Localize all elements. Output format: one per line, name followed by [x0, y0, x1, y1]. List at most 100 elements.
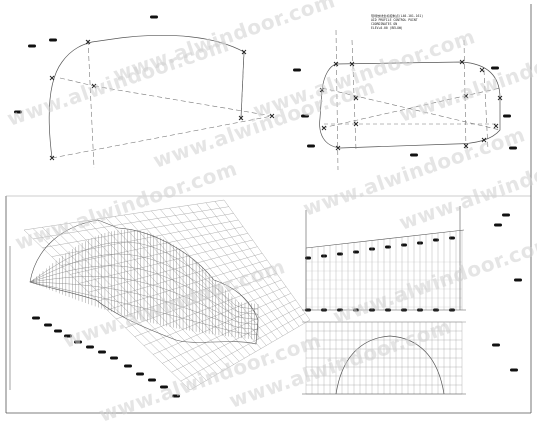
- iso-mesh-contour: [29, 253, 259, 315]
- coordinate-tag: [14, 110, 22, 114]
- coordinate-tag: [172, 394, 180, 398]
- annotation-line-1: 现场放线坐标控制点(L40-101-161): [371, 14, 424, 18]
- plan-left-dash-2: [87, 39, 95, 169]
- control-point-mark: [463, 93, 469, 99]
- control-point-mark: [497, 95, 503, 101]
- coordinate-tag: [44, 323, 52, 327]
- control-point-mark: [238, 115, 244, 121]
- control-point-mark: [459, 59, 465, 65]
- iso-grid-line: [189, 319, 311, 391]
- iso-grid-line: [116, 266, 272, 320]
- iso-grid-line: [42, 213, 234, 248]
- control-point-mark: [333, 61, 339, 67]
- iso-ground-grid: [23, 199, 311, 391]
- plan-right-dash-5: [463, 39, 467, 151]
- control-point-mark: [321, 125, 327, 131]
- control-point-mark: [49, 75, 55, 81]
- control-point-mark: [91, 83, 97, 89]
- control-point-mark: [241, 49, 247, 55]
- coordinate-tag: [353, 250, 359, 254]
- iso-mesh-contour: [29, 265, 259, 320]
- coordinate-tag: [54, 329, 62, 333]
- control-point-mark: [85, 39, 91, 45]
- coordinate-tag: [337, 252, 343, 256]
- coordinate-tag: [509, 146, 517, 150]
- annotation-note: 现场放线坐标控制点(L40-101-161) AID PROFILE CONTR…: [371, 14, 437, 30]
- iso-grid-line: [51, 219, 239, 257]
- coordinate-tag: [494, 223, 502, 227]
- coordinate-tag: [49, 38, 57, 42]
- iso-mesh-contour: [29, 281, 259, 330]
- coordinate-tag: [150, 15, 158, 19]
- coordinate-tag: [510, 368, 518, 372]
- control-point-mark: [493, 123, 499, 129]
- coordinate-tag: [301, 114, 309, 118]
- plan-right-dash-3: [335, 29, 339, 171]
- coordinate-tag: [307, 144, 315, 148]
- coordinate-tag: [433, 238, 439, 242]
- control-point-mark: [269, 113, 275, 119]
- iso-grid-line: [23, 199, 225, 231]
- iso-grid-line: [125, 273, 277, 328]
- elev-top-line: [305, 229, 465, 249]
- coordinate-tag: [491, 66, 499, 70]
- plan-left-dash-3: [93, 85, 273, 117]
- iso-grid-line: [143, 286, 287, 346]
- coordinate-tag: [28, 44, 36, 48]
- plan-right-dash-4: [351, 39, 357, 151]
- coordinate-tag: [305, 256, 311, 260]
- coordinate-tags: [14, 15, 522, 398]
- coordinate-tag: [401, 243, 407, 247]
- isometric-model: [9, 199, 311, 391]
- coordinate-tag: [98, 350, 106, 354]
- iso-grid-line: [180, 313, 306, 382]
- coordinate-tag: [124, 364, 132, 368]
- coordinate-tag: [74, 340, 82, 344]
- iso-grid-line: [88, 246, 258, 293]
- coordinate-tag: [64, 334, 72, 338]
- control-point-mark: [353, 121, 359, 127]
- iso-grid-line: [106, 259, 268, 311]
- iso-grid-line: [60, 226, 244, 266]
- iso-grid-line: [162, 299, 296, 364]
- plan-left-dash-4: [59, 77, 95, 87]
- coordinate-tag: [503, 114, 511, 118]
- coordinate-tag: [449, 236, 455, 240]
- annotation-line-3: ELEV+0.00 (BELOW): [371, 26, 403, 31]
- iso-mesh-contour: [29, 276, 259, 325]
- coordinate-tag: [110, 356, 118, 360]
- plan-view-right: [319, 29, 501, 171]
- iso-grid-line: [70, 233, 248, 275]
- control-point-mark: [463, 143, 469, 149]
- plan-left-dash-5: [240, 51, 245, 121]
- plan-right-dash-2: [321, 87, 501, 129]
- iso-grid-line: [33, 206, 229, 240]
- coordinate-tag: [293, 68, 301, 72]
- coordinate-tag: [32, 316, 40, 320]
- iso-grid-line: [134, 279, 282, 337]
- control-points: [49, 39, 503, 161]
- control-point-mark: [335, 145, 341, 151]
- coordinate-tag: [385, 245, 391, 249]
- iso-surface-outline: [29, 219, 259, 345]
- elevation-view: [302, 206, 466, 395]
- coordinate-tag: [160, 385, 168, 389]
- elev-arch: [335, 335, 445, 395]
- iso-mesh-contour: [29, 241, 259, 310]
- coordinate-tag: [86, 345, 94, 349]
- iso-mesh-contour: [29, 281, 259, 336]
- coordinate-tag: [514, 278, 522, 282]
- control-point-mark: [481, 137, 487, 143]
- coordinate-tag: [492, 343, 500, 347]
- control-point-mark: [349, 61, 355, 67]
- plan-left-outline: [48, 35, 245, 159]
- control-point-mark: [353, 95, 359, 101]
- coordinate-tag: [502, 213, 510, 217]
- elevation-grid: [305, 229, 463, 395]
- control-point-mark: [49, 155, 55, 161]
- plan-right-dash-1: [321, 87, 501, 131]
- control-point-mark: [479, 67, 485, 73]
- plan-left-dash-1: [51, 115, 273, 159]
